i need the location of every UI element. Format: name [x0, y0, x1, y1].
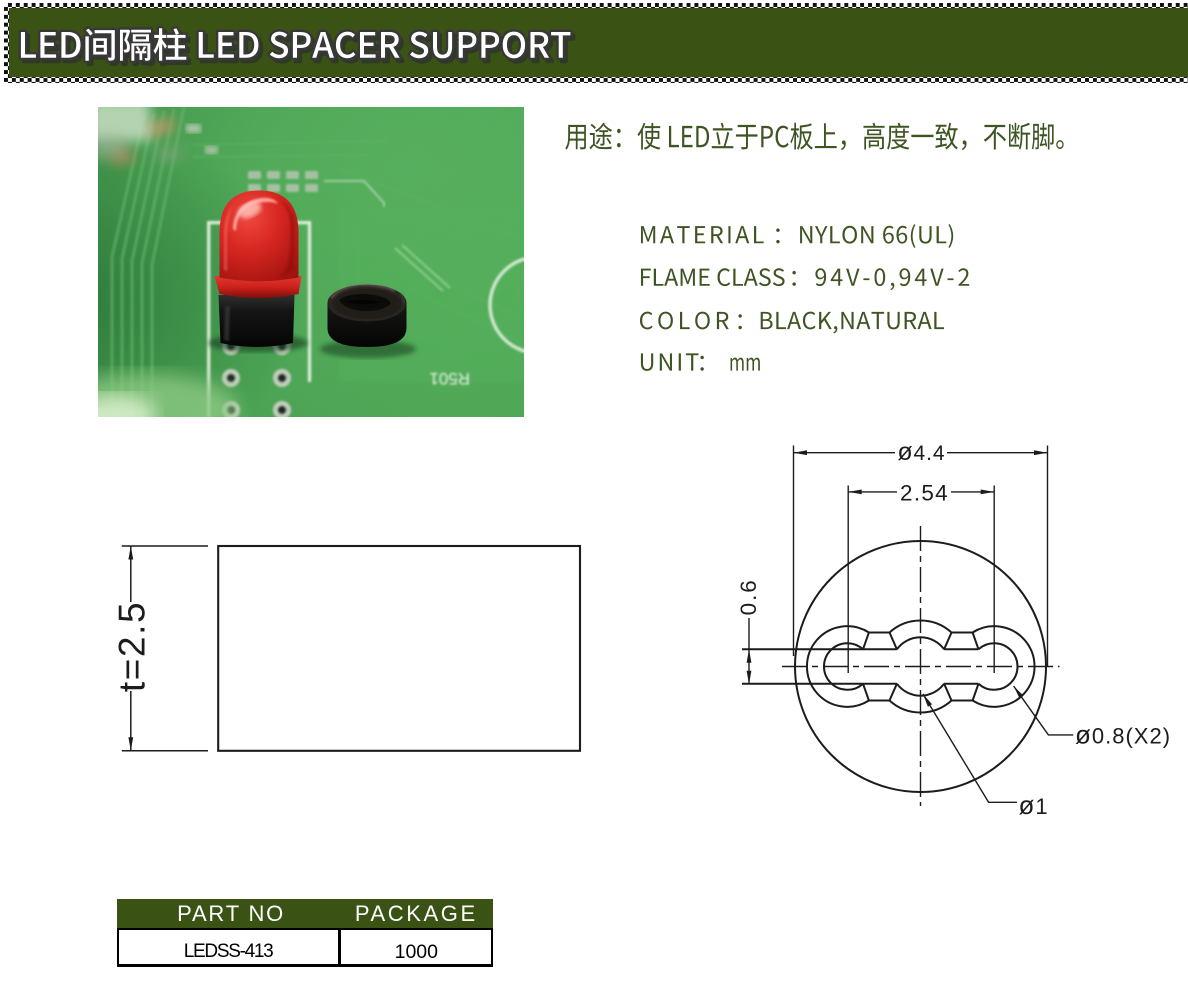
svg-text:ø0.8(X2): ø0.8(X2) [1075, 719, 1171, 749]
svg-text:2.54: 2.54 [900, 481, 949, 506]
svg-text:ø1: ø1 [1019, 790, 1049, 820]
svg-text:ø4.4: ø4.4 [897, 438, 945, 466]
svg-text:t=2.5: t=2.5 [112, 601, 153, 692]
svg-text:R501: R501 [429, 369, 470, 388]
svg-text:0.6: 0.6 [736, 578, 761, 615]
